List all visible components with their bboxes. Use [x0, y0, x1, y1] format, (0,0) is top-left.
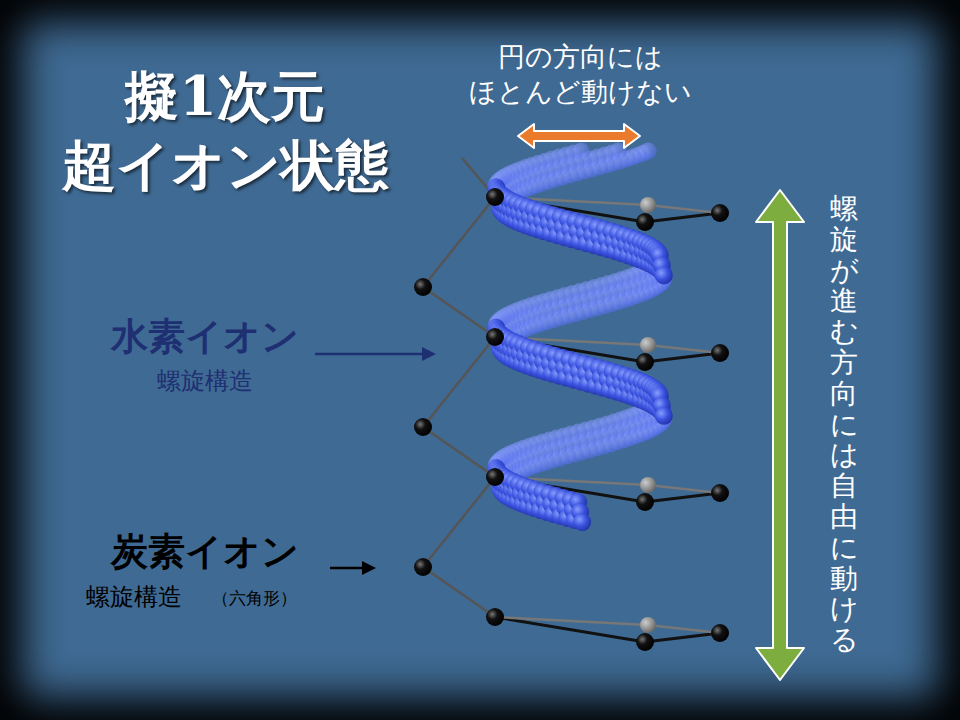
carbon-bond — [645, 213, 720, 222]
carbon-ion — [636, 493, 654, 511]
pointer-arrowhead — [422, 347, 436, 361]
carbon-bonds — [423, 158, 720, 642]
hydrogen-ion — [655, 266, 673, 284]
carbon-ion — [711, 344, 729, 362]
pointer-arrow — [330, 567, 366, 570]
carbon-ion — [640, 197, 656, 213]
helix-front — [487, 178, 673, 531]
carbon-ion — [711, 624, 729, 642]
carbon-ion — [636, 633, 654, 651]
orange-double-arrow — [518, 124, 640, 148]
carbon-bond — [648, 205, 720, 213]
structure-note: 螺旋構造 — [110, 367, 300, 396]
carbon-bond — [648, 345, 720, 353]
pointer-arrow — [315, 353, 426, 356]
carbon-ion — [636, 213, 654, 231]
helix-back — [488, 143, 673, 495]
carbon-bond — [423, 477, 495, 567]
carbon-bond — [645, 493, 720, 502]
pointer-arrowhead — [362, 561, 376, 575]
carbon-bond — [423, 287, 495, 337]
ion-name: 水素イオン — [80, 315, 330, 359]
carbon-ion — [414, 278, 432, 296]
diagram-title: 擬1次元 超イオン状態 — [20, 62, 430, 200]
carbon-ion — [486, 608, 504, 626]
carbon-ion — [711, 484, 729, 502]
carbon-ion — [414, 558, 432, 576]
ion-name: 炭素イオン — [80, 530, 330, 574]
carbon-bond — [423, 427, 495, 477]
carbon-atoms — [414, 188, 729, 651]
hydrogen-ion — [655, 407, 673, 425]
motion-note: 円の方向には ほとんど動けない — [440, 40, 720, 109]
carbon-bond — [645, 633, 720, 642]
structure-note: （六角形） — [212, 588, 332, 608]
carbon-ion — [640, 337, 656, 353]
hydrogen-ion — [573, 513, 591, 531]
carbon-ion — [640, 477, 656, 493]
carbon-bond — [648, 625, 720, 633]
carbon-ion — [486, 468, 504, 486]
carbon-bond — [648, 485, 720, 493]
vertical-note: 螺旋が進む方向には自由に動ける — [830, 194, 858, 656]
carbon-ion — [486, 328, 504, 346]
carbon-ion — [640, 617, 656, 633]
carbon-bond — [495, 617, 648, 625]
carbon-bond — [423, 197, 495, 287]
carbon-ion — [486, 188, 504, 206]
carbon-ion — [636, 353, 654, 371]
carbon-bond — [423, 567, 495, 617]
carbon-ion — [414, 418, 432, 436]
carbon-bond — [645, 353, 720, 362]
carbon-bond — [423, 337, 495, 427]
green-double-arrow — [756, 190, 804, 680]
carbon-ion — [711, 204, 729, 222]
structure-note: 螺旋構造 — [86, 583, 218, 612]
